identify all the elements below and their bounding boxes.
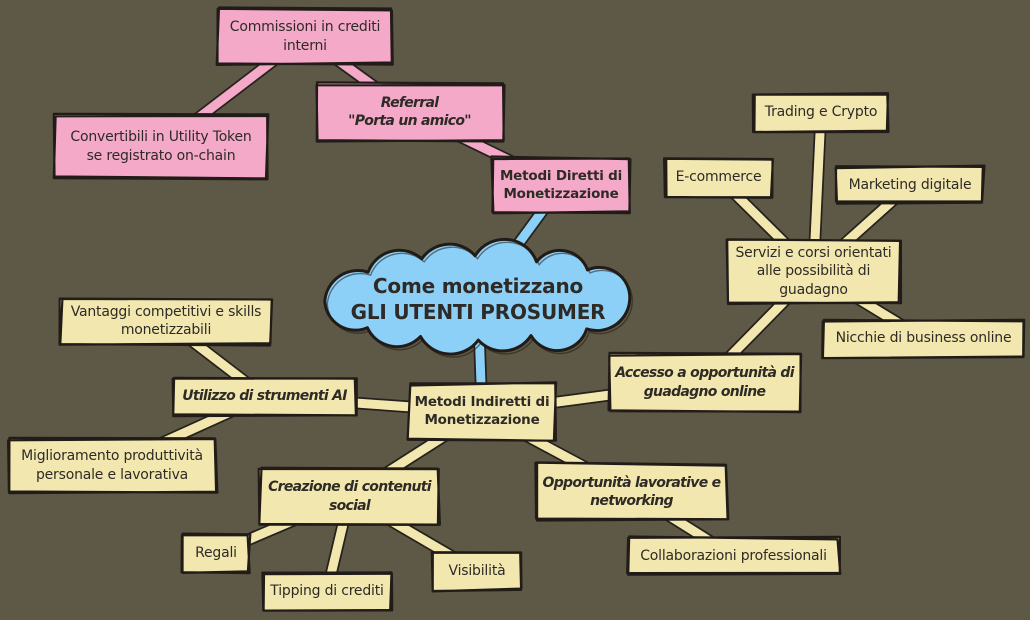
node-shape-marketing <box>834 164 986 205</box>
node-shape-nicchie <box>821 318 1026 360</box>
node-shape-vantaggi <box>58 297 274 347</box>
node-trading[interactable]: Trading e Crypto <box>764 103 878 120</box>
node-shape-creazione <box>257 466 441 526</box>
node-visibilita[interactable]: Visibilità <box>448 562 506 579</box>
node-shape-visibilita <box>430 551 523 593</box>
node-shape-utilizzo <box>171 376 358 418</box>
node-shape-commissioni <box>215 6 394 66</box>
node-referral[interactable]: Referral "Porta un amico" <box>348 94 471 129</box>
node-metodi_indiretti[interactable]: Metodi Indiretti di Monetizzazione <box>414 394 550 428</box>
node-creazione[interactable]: Creazione di contenuti social <box>268 479 432 514</box>
node-shape-trading <box>751 92 890 134</box>
node-shape-convertibili <box>52 112 270 181</box>
node-servizi[interactable]: Servizi e corsi orientati alle possibili… <box>735 245 892 298</box>
node-shape-miglioramento <box>7 436 219 495</box>
node-accesso[interactable]: Accesso a opportunità di guadagno online <box>615 365 794 400</box>
node-shape-collaborazioni <box>626 535 842 576</box>
node-shape-ecommerce <box>663 157 774 199</box>
node-regali[interactable]: Regali <box>195 545 237 562</box>
node-marketing[interactable]: Marketing digitale <box>848 176 972 193</box>
node-root[interactable]: Come monetizzano GLI UTENTI PROSUMER <box>350 274 606 324</box>
node-shape-opportunita <box>534 461 730 522</box>
node-shape-tipping <box>261 571 394 612</box>
node-vantaggi[interactable]: Vantaggi competitivi e skills monetizzab… <box>70 303 262 338</box>
node-nicchie[interactable]: Nicchie di business online <box>835 330 1012 347</box>
node-shape-referral <box>315 81 506 143</box>
node-collaborazioni[interactable]: Collaborazioni professionali <box>640 547 827 564</box>
node-commissioni[interactable]: Commissioni in crediti interni <box>229 19 381 54</box>
node-miglioramento[interactable]: Miglioramento produttività personale e l… <box>21 448 203 483</box>
node-utilizzo[interactable]: Utilizzo di strumenti AI <box>182 388 347 405</box>
node-shape-metodi_diretti <box>490 155 632 215</box>
node-metodi_diretti[interactable]: Metodi Diretti di Monetizzazione <box>499 167 623 202</box>
node-ecommerce[interactable]: E-commerce <box>675 169 762 186</box>
node-shape-metodi_indiretti <box>406 381 558 442</box>
node-shape-servizi <box>725 238 903 306</box>
node-convertibili[interactable]: Convertibili in Utility Token se registr… <box>70 129 252 164</box>
cloud-shape-sketch-root <box>326 241 634 358</box>
cloud-shape-root <box>323 237 632 356</box>
node-shape-regali <box>180 532 252 575</box>
node-shape-accesso <box>607 351 803 414</box>
node-opportunita[interactable]: Opportunità lavorative e networking <box>542 474 722 509</box>
node-tipping[interactable]: Tipping di crediti <box>270 583 384 600</box>
